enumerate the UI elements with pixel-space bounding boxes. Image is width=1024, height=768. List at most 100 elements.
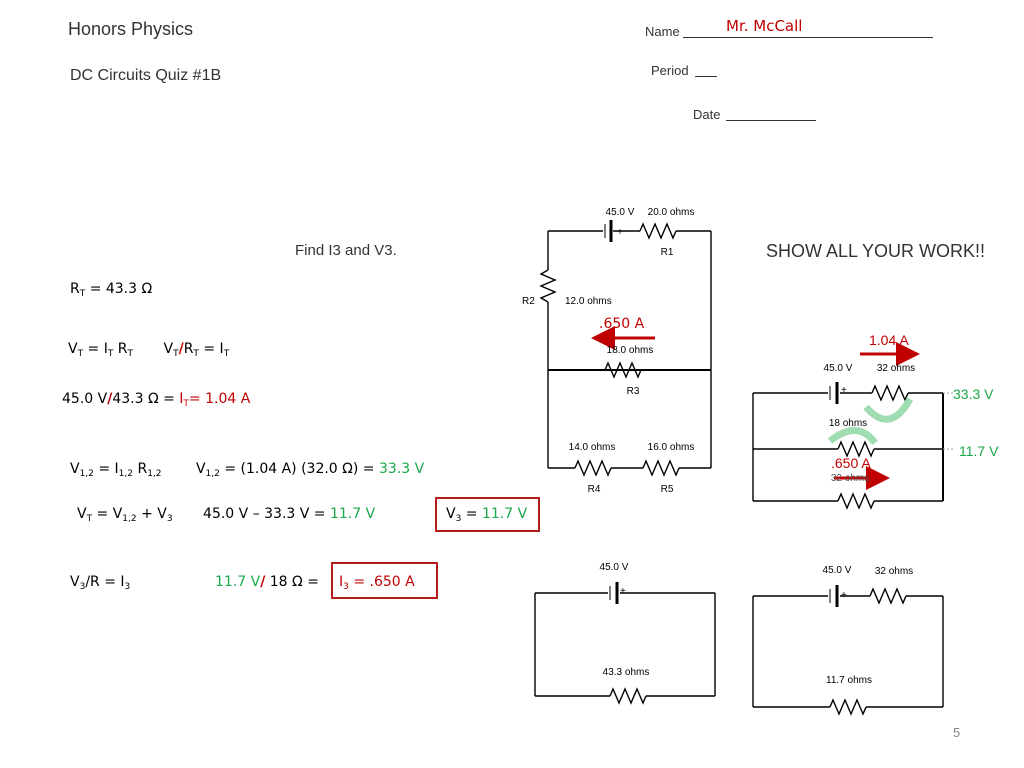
i3-answer-box [331, 562, 438, 599]
r-bot-value: 11.7 ohms [826, 675, 872, 686]
r-top-value: 32 ohms [875, 566, 913, 577]
battery-label: 45.0 V [823, 565, 852, 576]
v3-answer-box [435, 497, 540, 532]
r-top-value: 32 ohms [877, 363, 915, 374]
v3-calc-value: 11.7 V [329, 506, 376, 522]
eq-text: = [461, 506, 482, 522]
sym: V [70, 461, 80, 477]
sym: R [183, 341, 194, 357]
eq-text: = V [92, 506, 123, 522]
eq-text: = (1.04 A) (32.0 Ω) = [219, 461, 379, 477]
eq-text: 45.0 V – 33.3 V = [203, 506, 330, 522]
sym: V [195, 461, 206, 477]
sub: T [127, 349, 134, 359]
r4-value: 14.0 ohms [569, 442, 616, 453]
period-line[interactable] [695, 76, 717, 77]
rt-value: = 43.3 Ω [89, 281, 153, 297]
sub: 1,2 [118, 469, 133, 479]
eq-text: 18 Ω = [265, 574, 319, 590]
r2-name: R2 [522, 296, 535, 307]
current-mid-label: .650 A [831, 455, 871, 471]
date-label: Date [693, 107, 721, 122]
i3-calc: 11.7 V/ 18 Ω = [215, 574, 319, 590]
v-mid-label: 11.7 V [959, 443, 999, 459]
v3-value: 11.7 V [215, 574, 261, 590]
sub: 1,2 [147, 469, 162, 479]
loop-arrow-left [827, 427, 878, 446]
quiz-title: DC Circuits Quiz #1B [70, 67, 222, 84]
course-title: Honors Physics [68, 19, 194, 39]
sym: I [179, 391, 184, 407]
sym: V [68, 341, 78, 357]
v12-value: 33.3 V [378, 461, 425, 477]
eq-text: R [133, 461, 148, 477]
period-label: Period [651, 63, 689, 78]
sym: R [70, 281, 80, 297]
battery-label: 45.0 V [824, 363, 853, 374]
r-mid-value: 18 ohms [829, 418, 867, 429]
date-line[interactable] [726, 120, 816, 121]
sub: T [173, 349, 179, 359]
eq-text: R [113, 341, 128, 357]
sym: V [77, 506, 87, 522]
sym: V [163, 341, 174, 357]
i3-line: V3/R = I3 [70, 574, 130, 592]
r-bot-value: 32 ohms [831, 473, 869, 484]
sub: T [223, 349, 230, 359]
name-value: Mr. McCall [726, 17, 803, 35]
sub: T [77, 349, 84, 359]
show-work-text: SHOW ALL YOUR WORK!! [766, 241, 986, 261]
battery-plus: + [841, 590, 847, 601]
eq-text: = I [83, 341, 108, 357]
battery-label: 45.0 V [606, 207, 635, 218]
r3-name: R3 [627, 386, 640, 397]
battery-plus: + [617, 227, 623, 238]
sub: T [79, 289, 86, 299]
r3-value: 18.0 ohms [607, 345, 654, 356]
series-circuit-v3: 45.0 V + 32 ohms 11.7 ohms [752, 565, 944, 716]
r1-value: 20.0 ohms [648, 207, 695, 218]
it-value: = 1.04 A [188, 391, 251, 407]
sym: V [70, 574, 80, 590]
sub: 3 [166, 514, 173, 524]
sub: 3 [124, 582, 131, 592]
eq-text: = I [198, 341, 224, 357]
equivalent-circuit-total: 45.0 V + 43.3 ohms [534, 562, 716, 705]
v3-answer: V3 = 11.7 V [446, 506, 527, 524]
r5-value: 16.0 ohms [648, 442, 695, 453]
v3-value: 11.7 V [481, 506, 528, 522]
sub: 1,2 [205, 469, 220, 479]
slash: / [260, 574, 266, 590]
sub: 3 [343, 582, 349, 592]
prompt-text: Find I3 and V3. [295, 242, 397, 259]
sub: T [193, 349, 199, 359]
slash: / [178, 341, 184, 357]
sub: 3 [79, 582, 86, 592]
it-line: 45.0 V/43.3 Ω = IT= 1.04 A [62, 391, 250, 409]
r1-name: R1 [661, 247, 674, 258]
eq-text: 43.3 Ω = [112, 391, 180, 407]
battery-plus: + [620, 586, 626, 597]
r5-name: R5 [661, 484, 674, 495]
current-label: .650 A [599, 316, 645, 332]
page-number: 5 [953, 725, 961, 740]
name-label: Name [645, 24, 680, 39]
r4-name: R4 [588, 484, 601, 495]
sub: 1,2 [79, 469, 94, 479]
sub: 1,2 [122, 514, 137, 524]
v-top-label: 33.3 V [953, 386, 994, 402]
battery-label: 45.0 V [600, 562, 629, 573]
sub: T [183, 399, 189, 409]
sub: T [107, 349, 114, 359]
rt-line: RT = 43.3 Ω [70, 281, 152, 299]
eq-text: = I [93, 461, 119, 477]
ohms-law-line: VT = IT RT VT/RT = IT [68, 341, 229, 359]
r2-value: 12.0 ohms [565, 296, 612, 307]
current-top-label: 1.04 A [869, 332, 909, 348]
slash: / [107, 391, 113, 407]
name-line[interactable] [683, 37, 933, 38]
right-circuit: 45.0 V + 32 ohms 18 ohms 32 ohms 1.04 A … [752, 332, 999, 510]
eq-text: /R = I [85, 574, 125, 590]
loop-arrow-right [863, 397, 914, 423]
eq-text: 45.0 V [62, 391, 108, 407]
